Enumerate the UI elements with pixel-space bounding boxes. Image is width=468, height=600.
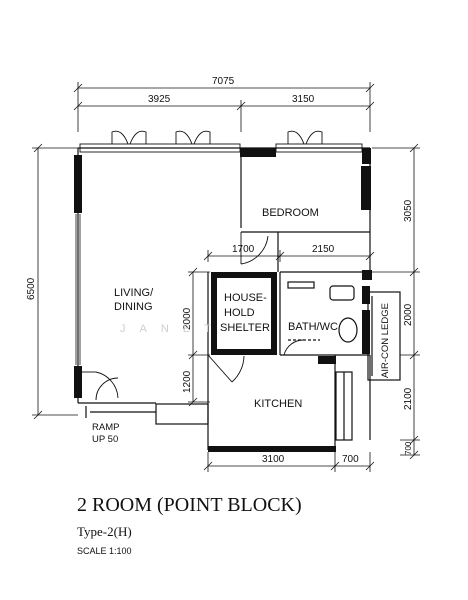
plan-title: 2 ROOM (POINT BLOCK) bbox=[77, 494, 302, 516]
window-left bbox=[75, 214, 81, 365]
thick-walls bbox=[74, 148, 372, 452]
room-kitchen: KITCHEN bbox=[254, 398, 302, 410]
dim-right-upper: 3050 bbox=[403, 199, 414, 222]
dim-right-mid: 2000 bbox=[403, 303, 414, 326]
room-aircon-ledge: AIR-CON LEDGE bbox=[380, 303, 391, 378]
room-bedroom: BEDROOM bbox=[262, 207, 319, 219]
dimension-lines bbox=[32, 82, 420, 472]
dim-top-right: 3150 bbox=[292, 94, 315, 105]
watermark: JANET bbox=[120, 323, 225, 335]
room-shelter-line1: HOUSE- bbox=[224, 292, 267, 304]
room-shelter-line2: HOLD bbox=[224, 307, 255, 319]
dim-inner-1700: 1700 bbox=[232, 244, 255, 255]
room-bath: BATH/WC bbox=[288, 321, 338, 333]
plan-scale: SCALE 1:100 bbox=[77, 546, 132, 556]
dim-inner-1200: 1200 bbox=[182, 370, 193, 393]
windows-top bbox=[79, 130, 363, 153]
plan-subtitle: Type-2(H) bbox=[77, 524, 132, 539]
dim-left-height: 6500 bbox=[26, 277, 37, 300]
dim-inner-2150: 2150 bbox=[312, 244, 335, 255]
room-living-line1: LIVING/ bbox=[114, 287, 154, 299]
dim-right-bottom: 700 bbox=[404, 441, 413, 455]
household-shelter-wall bbox=[211, 272, 277, 355]
ramp-label-line1: RAMP bbox=[92, 422, 119, 433]
dim-top-left: 3925 bbox=[148, 94, 171, 105]
room-living-line2: DINING bbox=[114, 301, 153, 313]
dim-overall-width: 7075 bbox=[212, 76, 235, 87]
dim-bottom-700: 700 bbox=[342, 454, 359, 465]
room-shelter-line3: SHELTER bbox=[220, 322, 270, 334]
dim-inner-2000: 2000 bbox=[182, 307, 193, 330]
doors bbox=[82, 232, 305, 401]
dim-bottom-3100: 3100 bbox=[262, 454, 285, 465]
ramp-label-line2: UP 50 bbox=[92, 434, 118, 445]
dim-right-lower: 2100 bbox=[403, 387, 414, 410]
